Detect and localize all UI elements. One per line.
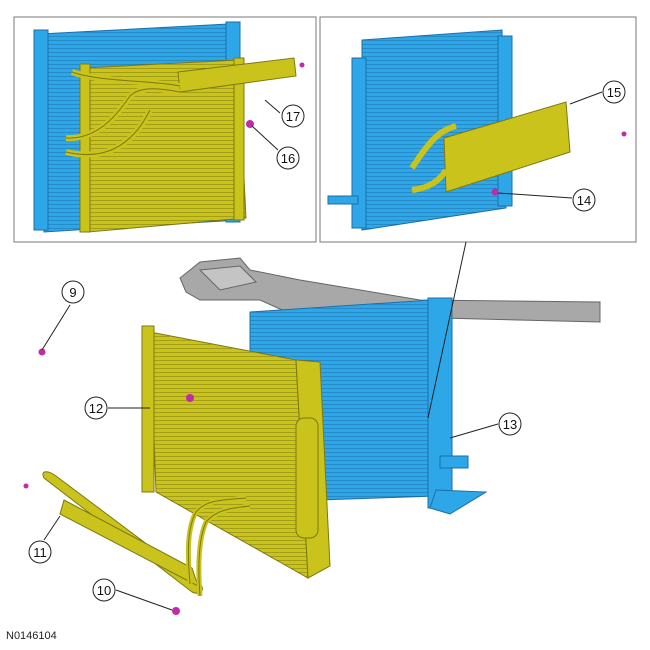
fastener-12 bbox=[186, 394, 194, 402]
fastener-left bbox=[23, 483, 29, 489]
callout-13: 13 bbox=[498, 412, 522, 436]
callout-15: 15 bbox=[602, 80, 626, 104]
fastener-9 bbox=[38, 348, 46, 356]
svg-text:14: 14 bbox=[577, 193, 591, 208]
main-assembly bbox=[23, 241, 601, 615]
svg-text:17: 17 bbox=[286, 109, 300, 124]
svg-text:15: 15 bbox=[607, 85, 621, 100]
transmission-cooler-main bbox=[42, 471, 251, 597]
fastener-14-inset bbox=[491, 188, 499, 196]
radiator-support bbox=[179, 257, 601, 333]
fastener-10 bbox=[172, 607, 180, 615]
inset-left bbox=[13, 16, 317, 243]
callout-14: 14 bbox=[572, 188, 596, 212]
svg-text:16: 16 bbox=[281, 151, 295, 166]
figure-id: N0146104 bbox=[6, 630, 57, 642]
callout-16: 16 bbox=[276, 146, 300, 170]
condenser-main bbox=[141, 325, 331, 579]
callout-11: 11 bbox=[28, 540, 52, 564]
svg-text:9: 9 bbox=[69, 285, 76, 300]
fastener-right-inset bbox=[621, 131, 627, 137]
svg-text:12: 12 bbox=[89, 401, 103, 416]
svg-text:11: 11 bbox=[33, 545, 47, 560]
fastener-top-inset bbox=[299, 62, 305, 68]
svg-text:13: 13 bbox=[503, 417, 517, 432]
callout-12: 12 bbox=[84, 396, 108, 420]
callout-17: 17 bbox=[281, 104, 305, 128]
transmission-cooler-inset-left bbox=[65, 57, 297, 158]
callout-10: 10 bbox=[92, 578, 116, 602]
transmission-cooler-inset-right bbox=[409, 101, 571, 193]
callout-9: 9 bbox=[61, 280, 85, 304]
svg-text:10: 10 bbox=[97, 583, 111, 598]
